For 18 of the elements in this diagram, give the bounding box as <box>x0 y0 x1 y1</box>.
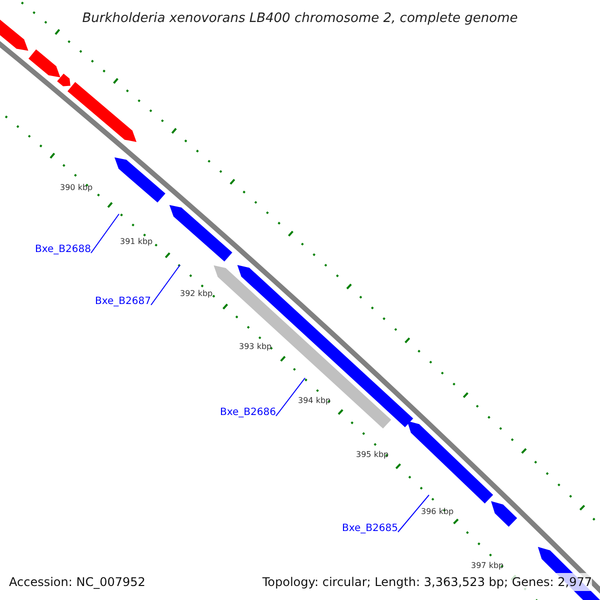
scale-label: 392 kbp <box>180 289 213 299</box>
scale-label: 390 kbp <box>60 183 93 193</box>
leader-line <box>276 378 306 416</box>
gene-label: Bxe_B2685 <box>342 522 398 536</box>
scale-label: 391 kbp <box>120 237 153 247</box>
scale-label: 393 kbp <box>239 342 272 352</box>
gene-label: Bxe_B2687 <box>95 295 151 309</box>
scale-label: 397 kbp <box>471 561 504 571</box>
leader-line <box>398 494 430 532</box>
gene-label: Bxe_B2688 <box>35 243 91 257</box>
scale-label: 395 kbp <box>356 450 389 460</box>
leader-line <box>90 214 120 254</box>
gene-label: Bxe_B2686 <box>220 406 276 420</box>
scale-label: 394 kbp <box>298 396 331 406</box>
topology-text: Topology: circular; Length: 3,363,523 bp; Genes: 2,977 <box>262 573 592 591</box>
leader-line <box>150 264 180 306</box>
scale-label: 396 kbp <box>421 507 454 517</box>
title: Burkholderia xenovorans LB400 chromosome 2, complete genome <box>82 10 518 28</box>
